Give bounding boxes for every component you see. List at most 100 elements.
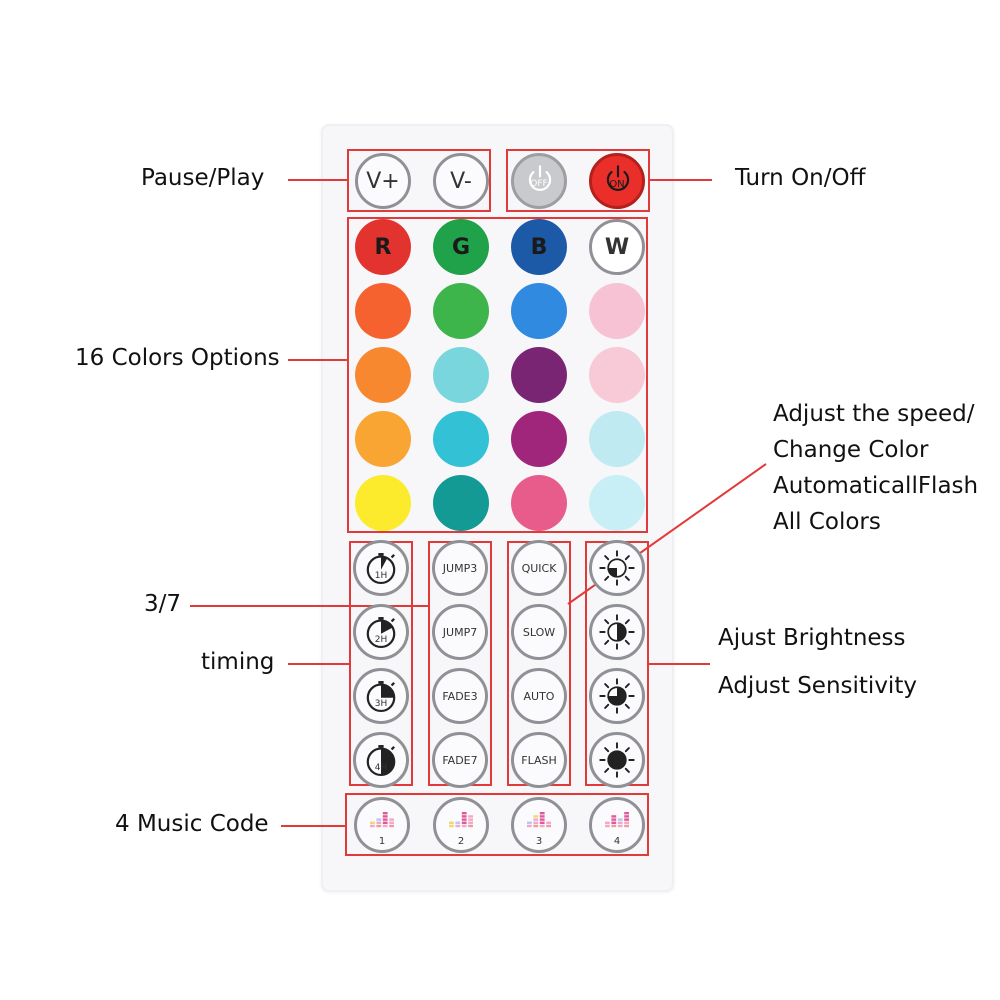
timer-4h-button[interactable]: 4H	[353, 732, 409, 788]
color-button-r3c1[interactable]	[355, 347, 411, 403]
quick-label: QUICK	[521, 561, 557, 575]
stopwatch-1h-icon	[366, 553, 396, 585]
timer-2h-label: 2H	[374, 635, 388, 645]
stopwatch-3h-icon	[366, 681, 396, 713]
off-button[interactable]: OFF	[511, 153, 567, 209]
callout-brightness	[649, 663, 710, 665]
volume-down-button[interactable]: V-	[433, 153, 489, 209]
color-button-r2c1[interactable]	[355, 283, 411, 339]
callout-music	[281, 825, 345, 827]
brightness-1-button[interactable]	[589, 540, 645, 596]
color-button-r4c4[interactable]	[589, 411, 645, 467]
timer-2h-button[interactable]: 2H	[353, 604, 409, 660]
label-pause-play: Pause/Play	[141, 165, 265, 191]
label-ajust-brightness: Ajust Brightness	[718, 625, 906, 651]
label-adjust-speed-1: Adjust the speed/	[773, 401, 975, 427]
timer-3h-label: 3H	[374, 699, 388, 709]
flash-button[interactable]: FLASH	[511, 732, 567, 788]
red-button[interactable]: R	[355, 219, 411, 275]
timer-1h-button[interactable]: 1H	[353, 540, 409, 596]
music-2-label: 2	[457, 836, 465, 847]
label-timing: timing	[201, 649, 275, 675]
color-button-r5c4[interactable]	[589, 475, 645, 531]
power-on-icon	[606, 165, 630, 191]
color-button-r4c3[interactable]	[511, 411, 567, 467]
red-label: R	[374, 234, 392, 260]
brightness-3-button[interactable]	[589, 668, 645, 724]
color-button-r2c2[interactable]	[433, 283, 489, 339]
brightness-low-icon	[599, 550, 635, 586]
white-label: W	[604, 234, 630, 260]
blue-label: B	[530, 234, 548, 260]
color-button-r4c2[interactable]	[433, 411, 489, 467]
power-off-icon	[528, 165, 552, 191]
group-colors	[347, 217, 648, 533]
timer-3h-button[interactable]: 3H	[353, 668, 409, 724]
music-equalizer-icon	[370, 812, 394, 828]
fade3-button[interactable]: FADE3	[432, 668, 488, 724]
music-3-label: 3	[535, 836, 543, 847]
color-button-r2c3[interactable]	[511, 283, 567, 339]
flash-label: FLASH	[521, 753, 557, 767]
music-equalizer-icon	[605, 812, 629, 828]
color-button-r3c3[interactable]	[511, 347, 567, 403]
label-adjust-speed-4: All Colors	[773, 509, 881, 535]
slow-button[interactable]: SLOW	[511, 604, 567, 660]
quick-button[interactable]: QUICK	[511, 540, 567, 596]
volume-up-button[interactable]: V+	[355, 153, 411, 209]
callout-colors	[288, 359, 347, 361]
brightness-high-icon	[599, 678, 635, 714]
volume-down-label: V-	[450, 168, 472, 194]
music-1-label: 1	[378, 836, 386, 847]
color-button-r5c2[interactable]	[433, 475, 489, 531]
music-4-label: 4	[613, 836, 621, 847]
callout-pause-play	[288, 179, 347, 181]
label-colors-options: 16 Colors Options	[75, 345, 280, 371]
music-equalizer-icon	[527, 812, 551, 828]
label-music-code: 4 Music Code	[115, 811, 269, 837]
jump3-label: JUMP3	[442, 561, 478, 575]
music-3-button[interactable]: 3	[511, 797, 567, 853]
label-adjust-speed-2: Change Color	[773, 437, 929, 463]
stopwatch-2h-icon	[366, 617, 396, 649]
callout-three-seven	[190, 605, 428, 607]
jump7-button[interactable]: JUMP7	[432, 604, 488, 660]
brightness-4-button[interactable]	[589, 732, 645, 788]
callout-timing	[288, 663, 349, 665]
music-1-button[interactable]: 1	[354, 797, 410, 853]
callout-turn-on-off	[650, 179, 712, 181]
music-equalizer-icon	[449, 812, 473, 828]
white-button[interactable]: W	[589, 219, 645, 275]
green-button[interactable]: G	[433, 219, 489, 275]
music-4-button[interactable]: 4	[589, 797, 645, 853]
on-button[interactable]: ON	[589, 153, 645, 209]
brightness-2-button[interactable]	[589, 604, 645, 660]
group-power	[506, 149, 650, 212]
music-2-button[interactable]: 2	[433, 797, 489, 853]
green-label: G	[451, 234, 471, 260]
color-button-r3c2[interactable]	[433, 347, 489, 403]
color-button-r2c4[interactable]	[589, 283, 645, 339]
auto-label: AUTO	[523, 689, 555, 703]
on-label: ON	[609, 179, 625, 190]
volume-up-label: V+	[366, 168, 400, 194]
fade7-button[interactable]: FADE7	[432, 732, 488, 788]
color-button-r3c4[interactable]	[589, 347, 645, 403]
brightness-half-icon	[599, 614, 635, 650]
color-button-r4c1[interactable]	[355, 411, 411, 467]
label-turn-on-off: Turn On/Off	[735, 165, 866, 191]
fade3-label: FADE3	[442, 689, 478, 703]
group-music	[345, 793, 649, 856]
timer-1h-label: 1H	[374, 571, 388, 581]
group-volume	[347, 149, 491, 212]
blue-button[interactable]: B	[511, 219, 567, 275]
timer-4h-label: 4H	[374, 763, 388, 773]
slow-label: SLOW	[522, 625, 556, 639]
color-button-r5c1[interactable]	[355, 475, 411, 531]
jump3-button[interactable]: JUMP3	[432, 540, 488, 596]
brightness-max-icon	[599, 742, 635, 778]
auto-button[interactable]: AUTO	[511, 668, 567, 724]
color-button-r5c3[interactable]	[511, 475, 567, 531]
fade7-label: FADE7	[442, 753, 478, 767]
label-adjust-sensitivity: Adjust Sensitivity	[718, 673, 917, 699]
